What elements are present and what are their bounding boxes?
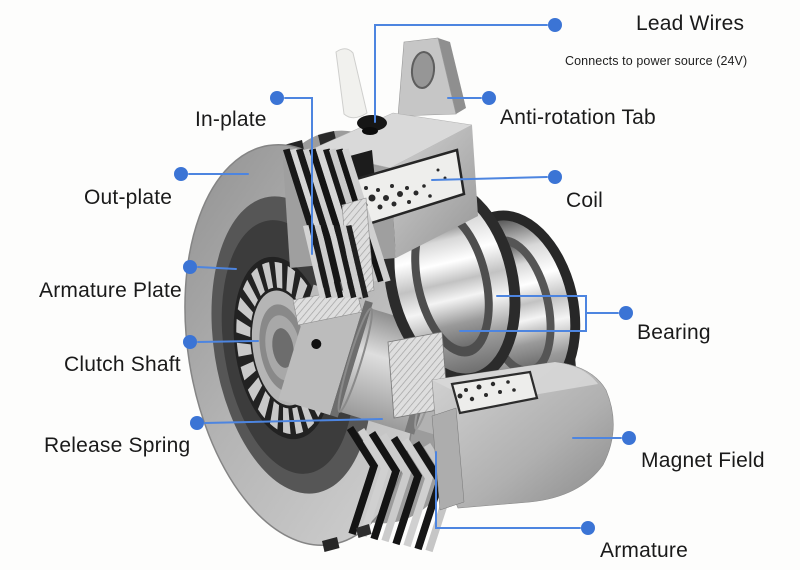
leader-armature-plate bbox=[197, 266, 237, 270]
anti-rotation-tab-part bbox=[397, 37, 466, 117]
dot-in-plate bbox=[270, 91, 284, 105]
lead-wire-part bbox=[335, 48, 387, 135]
dot-lead-wires bbox=[548, 18, 562, 32]
magnet-window bbox=[450, 370, 539, 415]
callout-dots bbox=[174, 18, 636, 535]
magnet-field-block bbox=[431, 361, 614, 509]
machine-art bbox=[184, 37, 614, 553]
dot-coil bbox=[548, 170, 562, 184]
dot-anti-rotation-tab bbox=[482, 91, 496, 105]
leader-lead-wires bbox=[374, 24, 548, 123]
armature-edge bbox=[431, 407, 465, 511]
dot-out-plate bbox=[174, 167, 188, 181]
drum-bottom-slots bbox=[322, 524, 372, 552]
dot-release-spring bbox=[190, 416, 204, 430]
dot-magnet-field bbox=[622, 431, 636, 445]
leader-clutch-shaft bbox=[197, 340, 259, 343]
leader-in-plate bbox=[284, 97, 313, 255]
dot-armature bbox=[581, 521, 595, 535]
leader-armature bbox=[435, 451, 581, 529]
dot-bearing bbox=[619, 306, 633, 320]
dot-armature-plate bbox=[183, 260, 197, 274]
dot-clutch-shaft bbox=[183, 335, 197, 349]
leader-release-spring bbox=[204, 418, 383, 424]
plate-stack-lower bbox=[303, 225, 369, 299]
leader-lines bbox=[188, 24, 622, 529]
leader-coil bbox=[431, 176, 548, 181]
